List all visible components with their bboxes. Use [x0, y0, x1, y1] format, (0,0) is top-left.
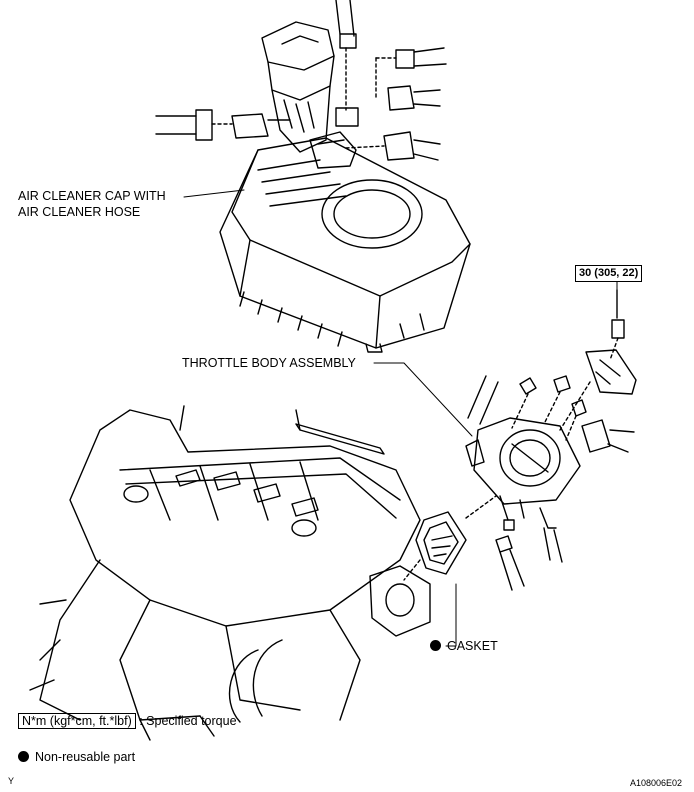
- leader-lines: [183, 189, 618, 647]
- gasket-label-text: GASKET: [447, 639, 498, 653]
- air-cleaner-cap: [219, 21, 471, 353]
- torque-legend: N*m (kgf*cm, ft.*lbf) : Specified torque: [18, 713, 237, 729]
- throttle-bracket: [467, 289, 637, 441]
- torque-unit-box: N*m (kgf*cm, ft.*lbf): [18, 713, 136, 729]
- gasket-part: [403, 495, 497, 581]
- nonreusable-legend-text: Non-reusable part: [35, 750, 136, 764]
- throttle-body: [465, 417, 635, 591]
- torque-spec-box: 30 (305, 22): [575, 265, 643, 282]
- engine-block: [29, 405, 431, 741]
- torque-legend-text: : Specified torque: [139, 714, 237, 728]
- figure-code: A108006E02: [630, 778, 683, 788]
- hoses-and-connectors: [155, 0, 447, 169]
- air-cleaner-label-line2: AIR CLEANER HOSE: [18, 205, 141, 219]
- throttle-body-label: THROTTLE BODY ASSEMBLY: [182, 356, 356, 370]
- non-reusable-legend-dot-icon: [18, 751, 29, 762]
- footer-left-code: Y: [8, 776, 15, 786]
- nonreusable-legend: Non-reusable part: [18, 749, 135, 765]
- air-cleaner-label-line1: AIR CLEANER CAP WITH: [18, 189, 166, 203]
- gasket-label: GASKET: [430, 638, 498, 654]
- non-reusable-dot-icon: [430, 640, 441, 651]
